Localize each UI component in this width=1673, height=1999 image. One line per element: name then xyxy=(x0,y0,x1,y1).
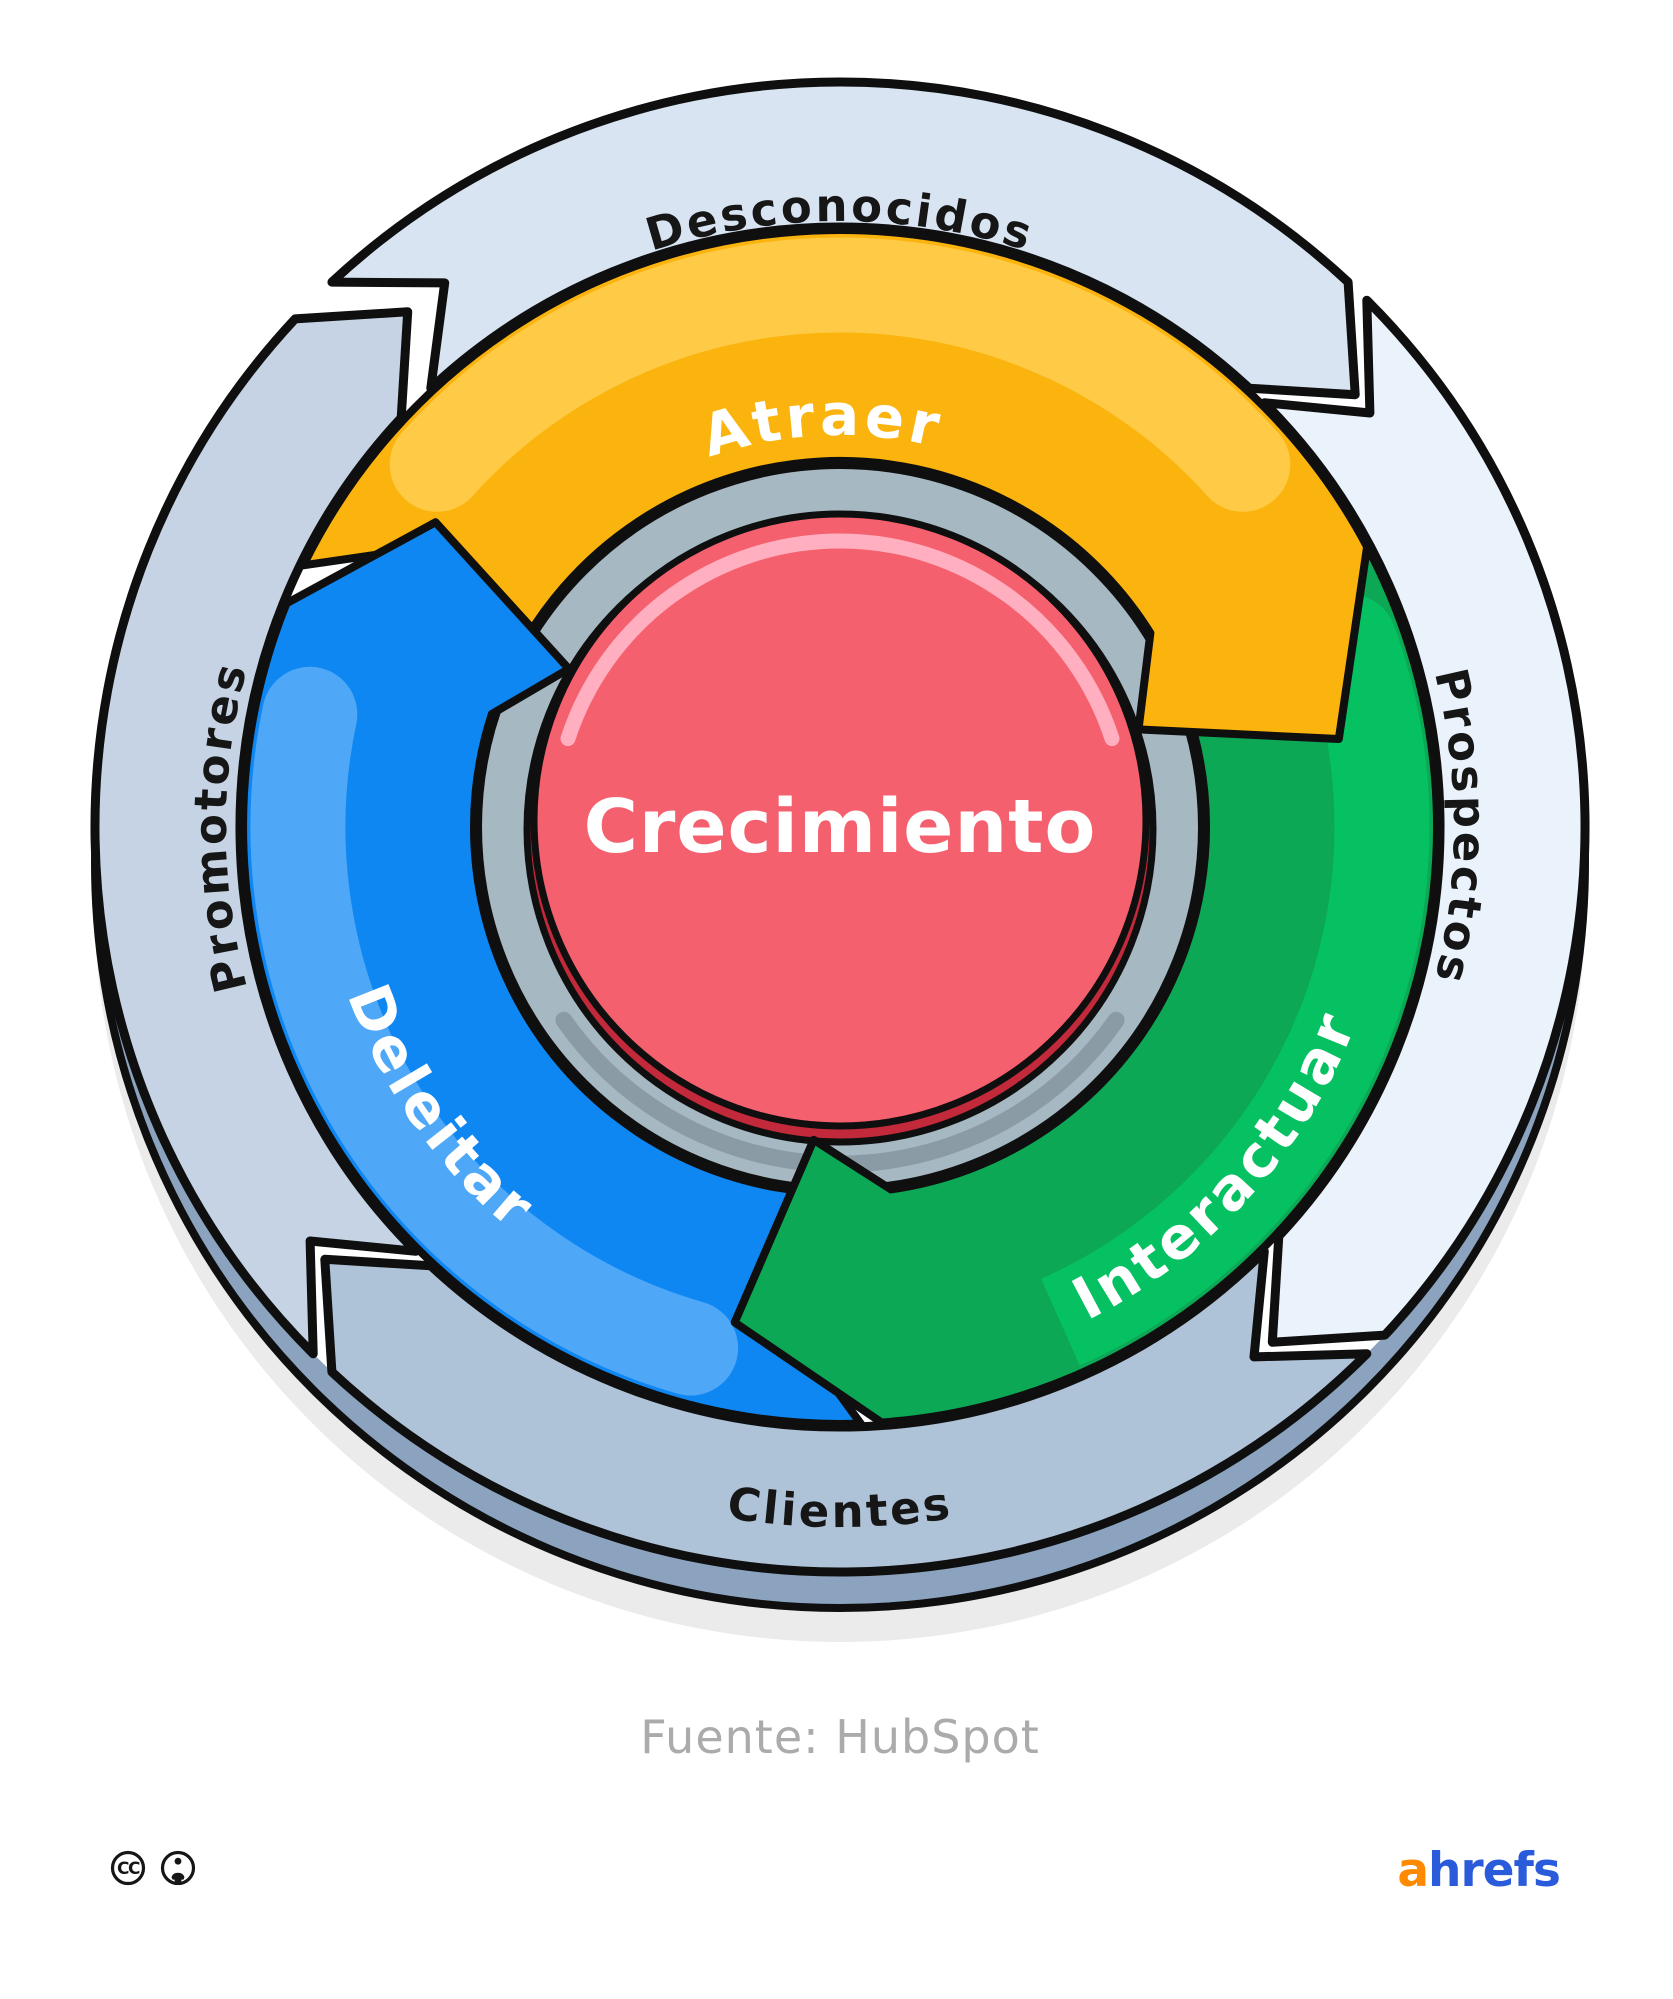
ahrefs-logo: ahrefs xyxy=(1397,1843,1560,1898)
svg-text:CC: CC xyxy=(117,1859,140,1879)
ahrefs-logo-a: a xyxy=(1397,1843,1428,1898)
license-icons: CC xyxy=(110,1850,196,1886)
source-caption: Fuente: HubSpot xyxy=(640,1710,1040,1764)
flywheel-arcs xyxy=(243,230,1437,1424)
center-button xyxy=(530,510,1150,1130)
ring-label-clientes: Clientes xyxy=(724,1476,956,1538)
arc-deleitar xyxy=(243,522,861,1424)
arc-interactuar xyxy=(735,511,1437,1423)
center-label: Crecimiento xyxy=(584,784,1097,870)
ahrefs-logo-hrefs: hrefs xyxy=(1428,1843,1560,1898)
arc-interactuar-sheen xyxy=(941,594,1430,1396)
arc-atraer-sheen xyxy=(389,237,1291,512)
arc-atraer xyxy=(303,230,1367,739)
attribution-icon xyxy=(160,1850,196,1886)
center-button-highlight xyxy=(560,533,1120,747)
cc-icon: CC xyxy=(110,1850,146,1886)
arc-deleitar-sheen xyxy=(250,666,739,1396)
